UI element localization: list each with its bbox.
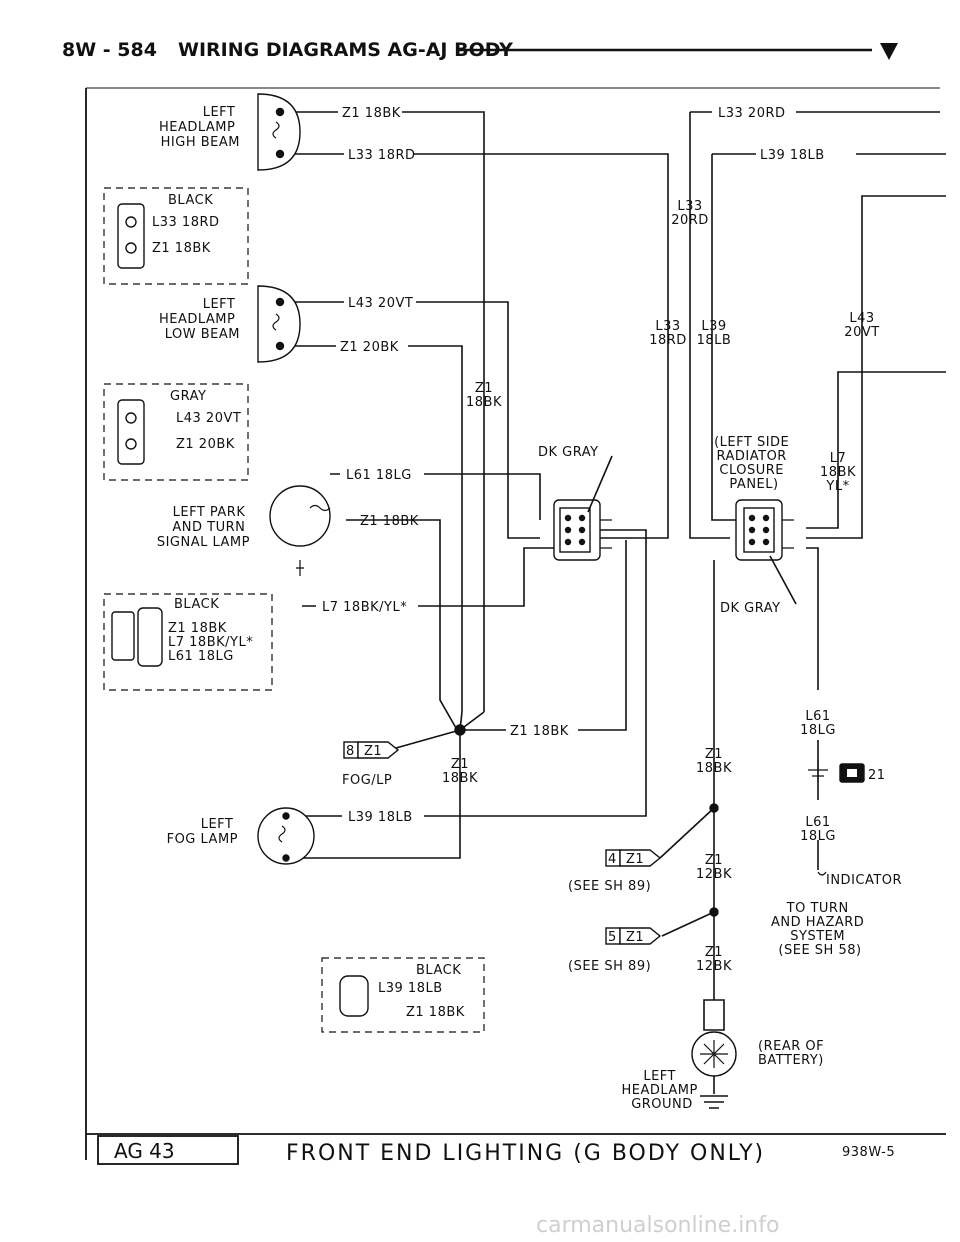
park-lamp-label: LEFT PARK AND TURN SIGNAL LAMP bbox=[157, 505, 250, 550]
svg-text:L61 18LG: L61 18LG bbox=[168, 649, 234, 664]
ground-bulb-icon bbox=[691, 1031, 737, 1077]
vehicle-code: AG 43 bbox=[114, 1139, 175, 1163]
figure-id: 938W-5 bbox=[842, 1145, 895, 1160]
fog-connector-box bbox=[321, 957, 485, 1033]
svg-text:Z1: Z1 bbox=[626, 930, 644, 945]
svg-text:L33 20RD: L33 20RD bbox=[718, 106, 786, 121]
svg-text:21: 21 bbox=[868, 768, 886, 783]
svg-text:L39 18LB: L39 18LB bbox=[348, 810, 413, 825]
ground-note: (REAR OF BATTERY) bbox=[758, 1039, 829, 1068]
splice-5-badge: 5 Z1 bbox=[605, 927, 662, 945]
svg-text:8: 8 bbox=[346, 744, 355, 759]
hl-high-symbol bbox=[257, 93, 301, 171]
header-triangle-icon bbox=[880, 43, 898, 60]
splice-dot-s5 bbox=[709, 907, 719, 917]
svg-text:L39 18LB: L39 18LB bbox=[378, 981, 443, 996]
svg-text:L7 18BK/YL*: L7 18BK/YL* bbox=[322, 600, 407, 615]
hl-low-connector-box bbox=[103, 383, 249, 481]
svg-text:(SEE SH 89): (SEE SH 89) bbox=[568, 879, 651, 894]
svg-text:Z1 18BK: Z1 18BK bbox=[510, 724, 569, 739]
svg-text:Z1 18BK: Z1 18BK bbox=[360, 514, 419, 529]
svg-text:Z1 18BK: Z1 18BK bbox=[342, 106, 401, 121]
dk-gray-connector-1 bbox=[553, 455, 613, 561]
svg-text:L43 20VT: L43 20VT bbox=[348, 296, 413, 311]
svg-text:Z1 18BK: Z1 18BK bbox=[406, 1005, 465, 1020]
connector-labels: BLACK L33 18RD Z1 18BK GRAY L43 20VT Z1 … bbox=[152, 193, 781, 1020]
dk-gray-connector-2 bbox=[735, 499, 797, 605]
watermark: carmanualsonline.info bbox=[536, 1213, 779, 1238]
svg-text:Z1 18BK: Z1 18BK bbox=[168, 621, 227, 636]
svg-text:L43 20VT: L43 20VT bbox=[176, 411, 241, 426]
diagram-frame bbox=[85, 87, 946, 1160]
svg-text:L61 18LG: L61 18LG bbox=[346, 468, 412, 483]
radiator-panel-label: (LEFT SIDE RADIATOR CLOSURE PANEL) bbox=[714, 435, 794, 492]
svg-text:Z1: Z1 bbox=[626, 852, 644, 867]
park-connector-box bbox=[103, 593, 273, 691]
splice-8-badge: 8 Z1 bbox=[343, 741, 400, 759]
splice-4-badge: 4 Z1 bbox=[605, 849, 662, 867]
svg-text:Z1 20BK: Z1 20BK bbox=[340, 340, 399, 355]
svg-text:5: 5 bbox=[608, 930, 617, 945]
indicator-label: INDICATOR bbox=[826, 873, 902, 888]
park-lamp-symbol bbox=[269, 485, 331, 576]
svg-text:Z1 20BK: Z1 20BK bbox=[176, 437, 235, 452]
page-footer: AG 43 FRONT END LIGHTING (G BODY ONLY) 9… bbox=[97, 1135, 895, 1166]
svg-text:Z1 18BK: Z1 18BK bbox=[152, 241, 211, 256]
hl-high-label: LEFT HEADLAMP HIGH BEAM bbox=[159, 105, 240, 150]
svg-text:GRAY: GRAY bbox=[170, 389, 206, 404]
svg-text:L33 18RD: L33 18RD bbox=[348, 148, 416, 163]
fog-lamp-symbol bbox=[257, 807, 315, 865]
splice-dot-center bbox=[454, 724, 466, 736]
page-header: 8W - 584 WIRING DIAGRAMS AG-AJ BODY bbox=[62, 39, 898, 61]
splice-dot-s4 bbox=[709, 803, 719, 813]
svg-text:BLACK: BLACK bbox=[168, 193, 213, 208]
indicator-ref-icon: 21 bbox=[808, 760, 886, 876]
svg-text:L33 18RD: L33 18RD bbox=[152, 215, 220, 230]
hl-high-connector-box bbox=[103, 187, 249, 285]
page-code: 8W - 584 bbox=[62, 39, 157, 61]
svg-text:4: 4 bbox=[608, 852, 617, 867]
svg-text:DK GRAY: DK GRAY bbox=[720, 601, 781, 616]
component-labels: LEFT HEADLAMP HIGH BEAM LEFT HEADLAMP LO… bbox=[157, 105, 902, 1112]
wire-labels: Z1 18BK L33 18RD L33 20RD L39 18LB L43 2… bbox=[316, 104, 879, 974]
turn-hazard-label: TO TURN AND HAZARD SYSTEM (SEE SH 58) bbox=[771, 901, 869, 958]
svg-text:(SEE SH 89): (SEE SH 89) bbox=[568, 959, 651, 974]
svg-text:Z1: Z1 bbox=[364, 744, 382, 759]
footer-caption: FRONT END LIGHTING (G BODY ONLY) bbox=[286, 1141, 765, 1166]
ground-label: LEFT HEADLAMP GROUND bbox=[621, 1069, 702, 1112]
svg-text:FOG/LP: FOG/LP bbox=[342, 773, 392, 788]
hl-low-label: LEFT HEADLAMP LOW BEAM bbox=[159, 297, 240, 342]
svg-text:BLACK: BLACK bbox=[416, 963, 461, 978]
page-title: WIRING DIAGRAMS AG-AJ BODY bbox=[178, 39, 513, 61]
fog-lamp-label: LEFT FOG LAMP bbox=[167, 817, 238, 847]
svg-text:L39 18LB: L39 18LB bbox=[760, 148, 825, 163]
svg-text:DK GRAY: DK GRAY bbox=[538, 445, 599, 460]
svg-text:L7 18BK/YL*: L7 18BK/YL* bbox=[168, 635, 253, 650]
hl-low-symbol bbox=[257, 285, 301, 363]
svg-text:BLACK: BLACK bbox=[174, 597, 219, 612]
